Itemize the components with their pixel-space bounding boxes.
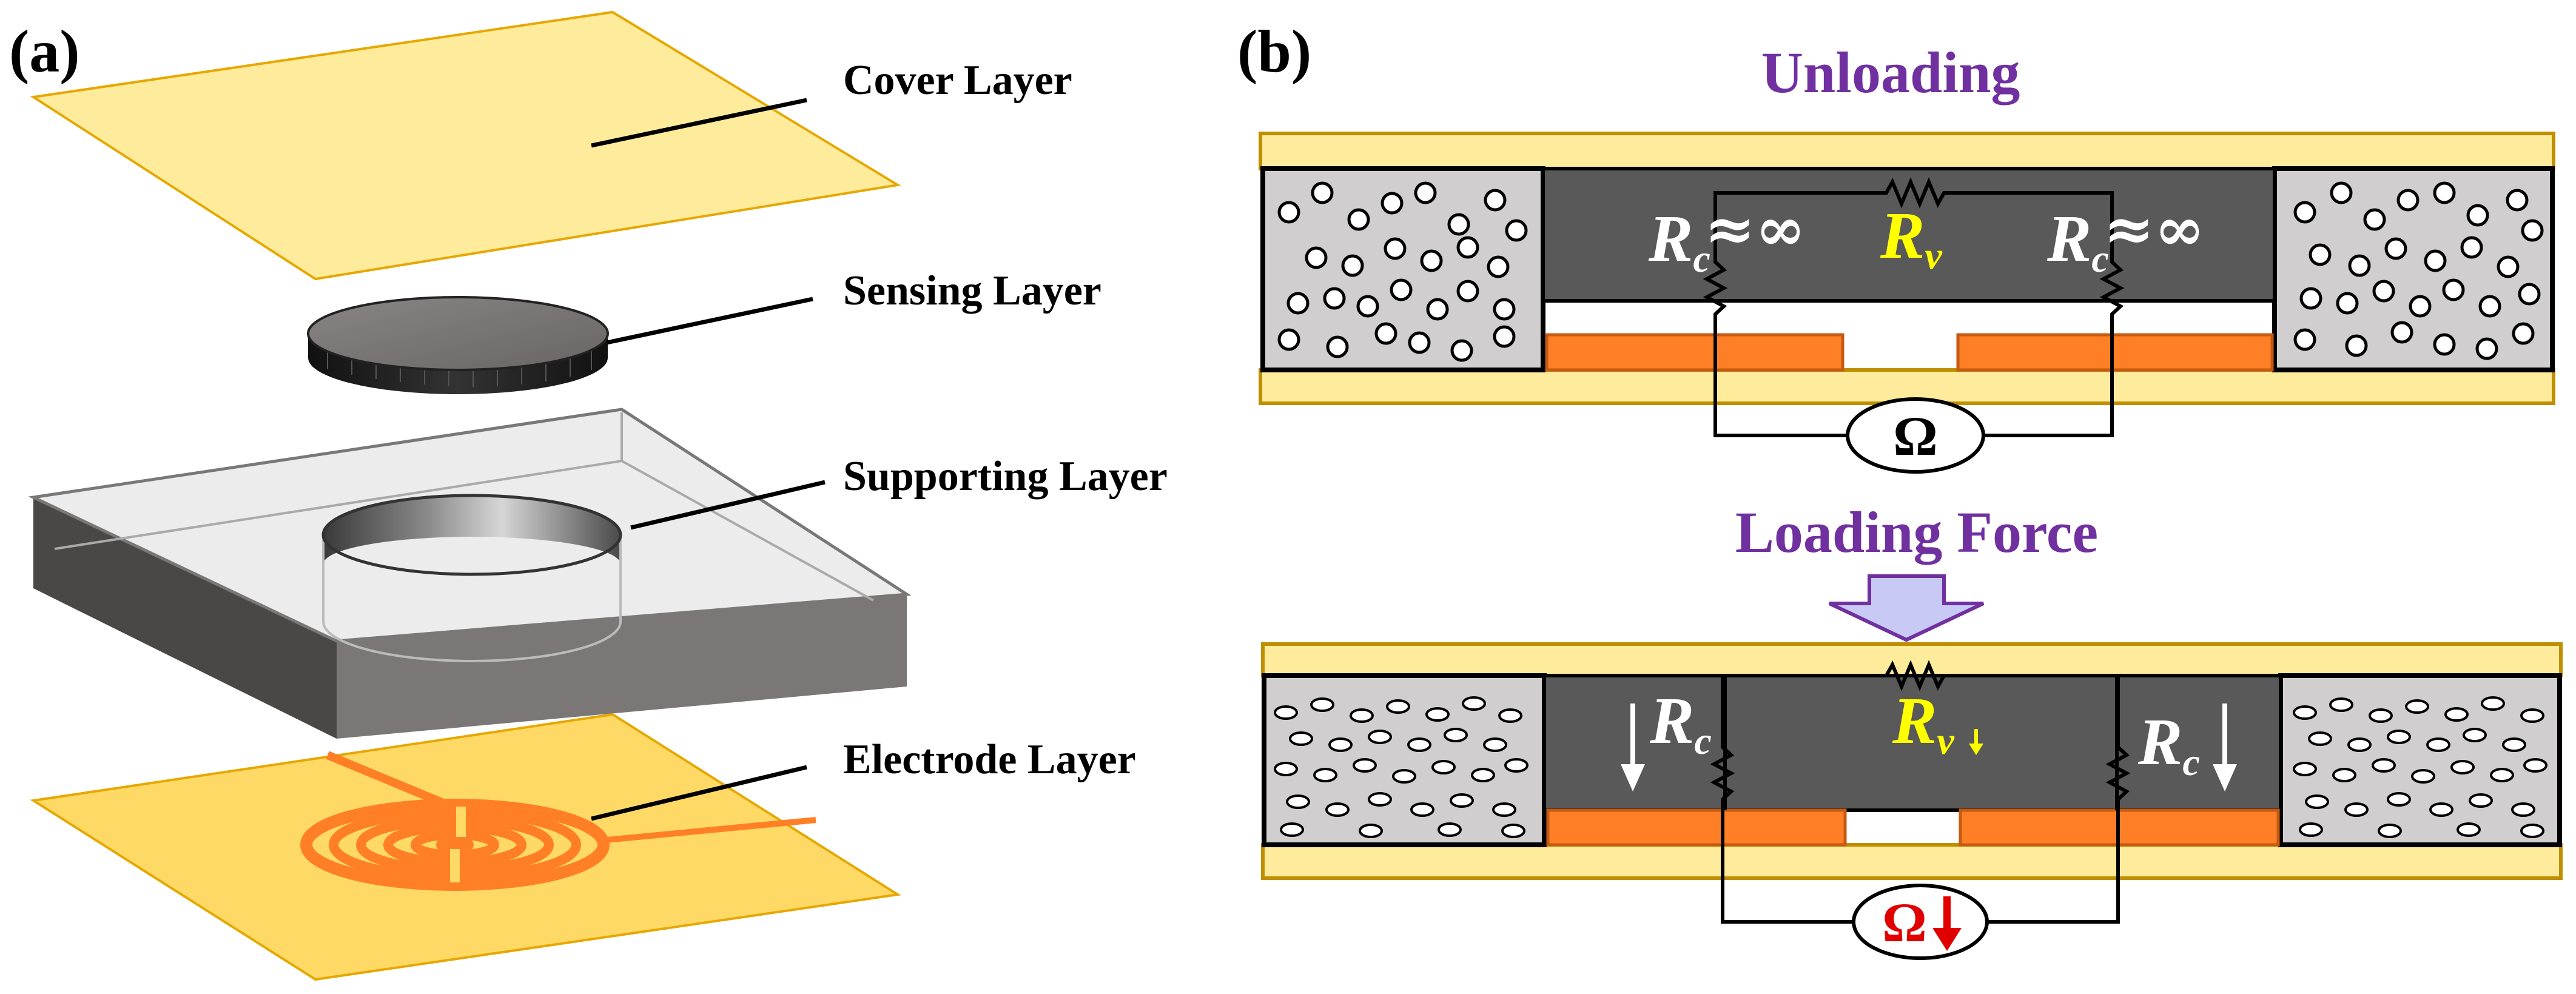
electrode-layer-leader [591,765,807,821]
loading-pores-left [1274,696,1528,838]
supporting-layer-leader [630,480,826,530]
sensing-layer-label: Sensing Layer [843,267,1101,314]
supporting-layer-label: Supporting Layer [843,453,1168,500]
unloading-rc-left-relation: ≈∞ [1704,193,1806,264]
unloading-top-cover [1259,132,2555,170]
loading-rc-left: Rc [1649,683,1712,762]
loading-bottom-cover [1261,843,2563,880]
cover-layer-label: Cover Layer [843,57,1072,104]
unloading-pores-right [2293,181,2544,360]
electrode-pattern [300,751,816,891]
unloading-pores-left [1277,181,1528,362]
sensing-layer-leader [606,297,813,345]
unloading-rc-right: Rc [2046,201,2109,280]
cover-layer-leader [591,98,807,148]
unloading-rc-right-relation: ≈∞ [2104,193,2205,264]
loading-ohm-symbol: Ω [1882,892,1927,953]
panel-a: (a) Cover Layer Sensing Layer [9,10,1168,981]
loading-rc-right: Rc [2137,705,2200,784]
electrode-layer-label: Electrode Layer [843,736,1136,783]
unloading-circuit [1703,177,2125,437]
cover-layer-sheet [30,10,901,281]
unloading-electrode-right [1956,333,2274,372]
loading-rc-left-arrow [1621,704,1645,791]
loading-circuit [1710,660,2131,924]
loading-sensing-layer [1542,674,2282,812]
unloading-title: Unloading [1761,40,2020,105]
supporting-layer-slab [28,408,912,739]
unloading-cross-section: Ω Rc ≈∞ Rv Rc ≈∞ [1259,132,2555,474]
loading-rc-right-arrow [2213,704,2237,791]
loading-rv: Rv [1892,683,1954,762]
panel-b: (b) Unloading [1237,18,2563,960]
loading-force-arrow [1828,574,1985,642]
sensing-layer-disc [307,296,609,394]
unloading-rc-left: Rc [1648,201,1710,280]
unloading-rv: Rv [1880,198,1942,277]
loading-cross-section: Ω Rc Rv Rc [1261,642,2563,960]
loading-ohm-decrease-arrow [1932,896,1962,951]
unloading-ohm-symbol: Ω [1893,405,1938,467]
loading-title: Loading Force [1735,500,2098,565]
loading-rv-decrease-arrow [1969,729,1983,755]
unloading-ohmmeter [1846,397,1985,474]
panel-b-label: (b) [1237,18,1311,85]
unloading-electrode-left [1545,333,1845,372]
loading-electrode-left [1546,808,1847,847]
loading-pores-right [2293,696,2547,838]
panel-a-label: (a) [9,18,80,85]
